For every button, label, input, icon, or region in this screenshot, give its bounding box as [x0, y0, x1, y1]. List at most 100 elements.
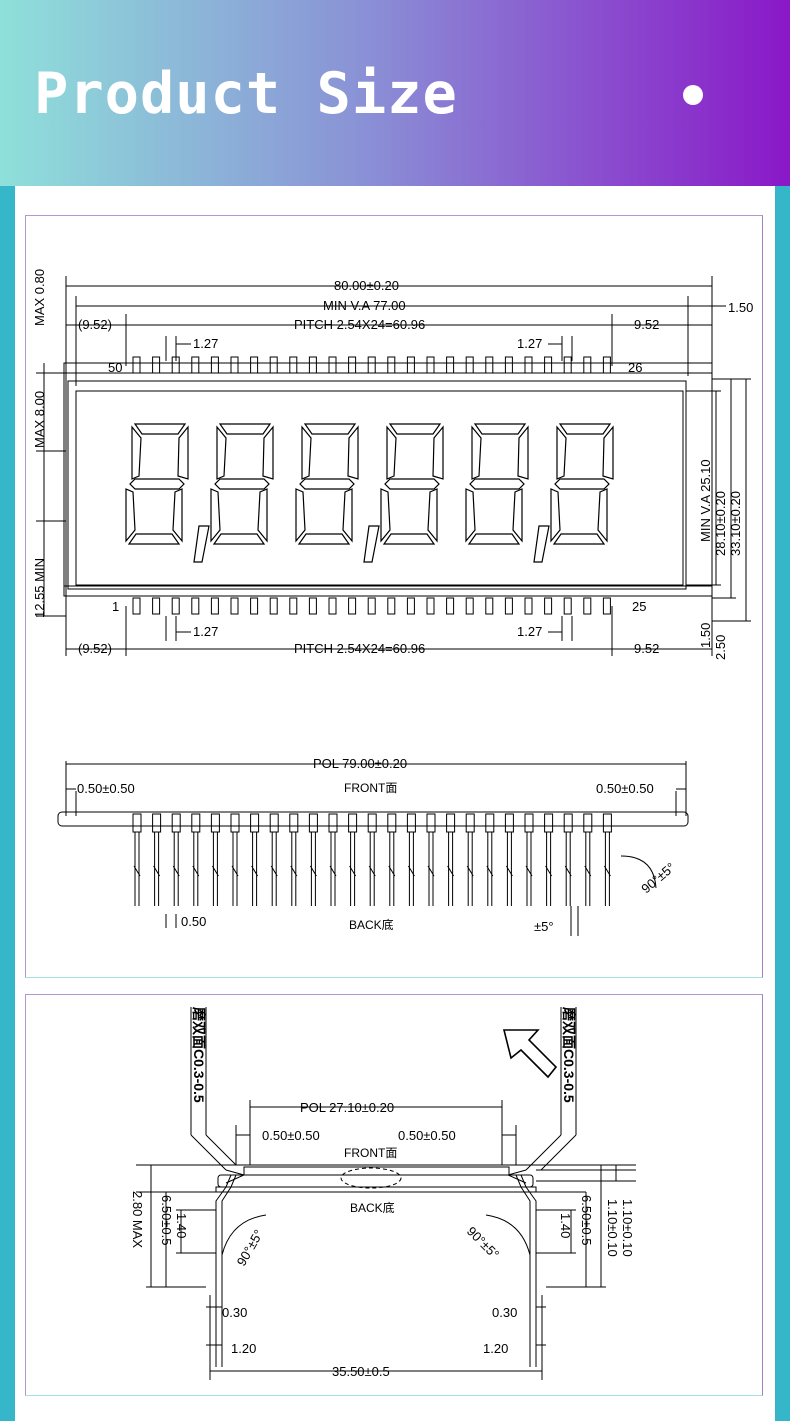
pin-head: [210, 813, 220, 833]
segment: [597, 488, 608, 543]
segment: [131, 425, 142, 480]
segment: [297, 533, 351, 545]
b-150-dim: 1.50: [698, 623, 713, 648]
pin-leg: [545, 832, 553, 906]
segment: [473, 423, 527, 435]
segment: [216, 425, 227, 480]
side-angle: 90°±5°: [638, 860, 678, 897]
side-pol-dim: POL 79.00±0.20: [313, 756, 407, 771]
segment: [342, 488, 353, 543]
pin: [152, 597, 161, 615]
max-800-dim: MAX 8.00: [32, 391, 47, 448]
pin-head: [583, 813, 593, 833]
pin: [191, 356, 200, 374]
segment: [602, 425, 614, 480]
pin: [250, 597, 259, 615]
side-tolerance: ±5°: [534, 919, 554, 934]
digit: [465, 423, 550, 563]
pin-leg: [427, 832, 435, 906]
pin-leg: [525, 832, 533, 906]
pin: [171, 356, 180, 374]
digit: [550, 423, 614, 545]
segment: [210, 488, 221, 543]
segment: [127, 533, 181, 545]
pin: [230, 356, 239, 374]
pin: [348, 356, 357, 374]
segment: [558, 423, 612, 435]
pin-head: [387, 813, 397, 833]
segment: [550, 488, 561, 543]
segment: [193, 525, 210, 563]
pin-50-label: 50: [108, 360, 122, 375]
segment: [363, 525, 380, 563]
min-va-v-dim: MIN V.A 25.10: [698, 459, 713, 542]
pin: [465, 356, 474, 374]
segment: [347, 425, 359, 480]
cross-left-angle: 90°±5°: [234, 1227, 267, 1268]
segment: [172, 488, 183, 543]
pin: [485, 597, 494, 615]
pin-head: [544, 813, 554, 833]
pin: [152, 356, 161, 374]
segment: [262, 425, 274, 480]
header-banner: Product Size: [0, 0, 790, 186]
side-pin-width: 0.50: [181, 914, 206, 929]
pin: [250, 356, 259, 374]
pin-leg: [388, 832, 396, 906]
pin-leg: [211, 832, 219, 906]
pin: [210, 356, 219, 374]
pin-leg: [153, 832, 161, 906]
segment: [303, 423, 357, 435]
pin-leg: [309, 832, 317, 906]
top-view-drawing: 80.00±0.20 MIN V.A 77.00 1.50 (9.52) PIT…: [32, 269, 753, 936]
pin-leg: [603, 832, 611, 906]
segment: [382, 533, 436, 545]
pin-head: [269, 813, 279, 833]
pin-head: [191, 813, 201, 833]
segment: [469, 478, 525, 490]
pin: [583, 356, 592, 374]
side-back-label: BACK底: [349, 917, 394, 932]
segment: [129, 478, 185, 490]
pin-leg: [251, 832, 259, 906]
pin-leg: [447, 832, 455, 906]
pin-head: [426, 813, 436, 833]
segment: [517, 425, 529, 480]
segment: [386, 425, 397, 480]
side-pin-row: [132, 813, 612, 906]
digit: [295, 423, 380, 563]
segment: [388, 423, 442, 435]
pin-1-label: 1: [112, 599, 119, 614]
page-title: Product Size: [34, 61, 458, 127]
pin: [387, 356, 396, 374]
left-952-dim: (9.52): [78, 317, 112, 332]
pin-127-top-left: 1.27: [193, 336, 218, 351]
pin: [367, 597, 376, 615]
pin-leg: [486, 832, 494, 906]
pin: [308, 356, 317, 374]
pin: [583, 597, 592, 615]
pin-leg: [584, 832, 592, 906]
max-080-dim: MAX 0.80: [32, 269, 47, 326]
top-view-panel: 80.00±0.20 MIN V.A 77.00 1.50 (9.52) PIT…: [25, 215, 763, 978]
segment: [257, 488, 268, 543]
pin-head: [406, 813, 416, 833]
segment: [214, 478, 270, 490]
min-va-dim: MIN V.A 77.00: [323, 298, 406, 313]
pin-head: [524, 813, 534, 833]
cross-left-050: 0.50±0.50: [262, 1128, 320, 1143]
cross-front-label: FRONT面: [344, 1146, 397, 1160]
pin: [563, 597, 572, 615]
pin-head: [289, 813, 299, 833]
pin-head: [465, 813, 475, 833]
segment: [125, 488, 136, 543]
pin: [230, 597, 239, 615]
pin-head: [152, 813, 162, 833]
pin-head: [446, 813, 456, 833]
pin: [289, 597, 298, 615]
pin-head: [348, 813, 358, 833]
pin: [328, 597, 337, 615]
pin: [446, 597, 455, 615]
pin: [504, 356, 513, 374]
pin-head: [132, 813, 142, 833]
